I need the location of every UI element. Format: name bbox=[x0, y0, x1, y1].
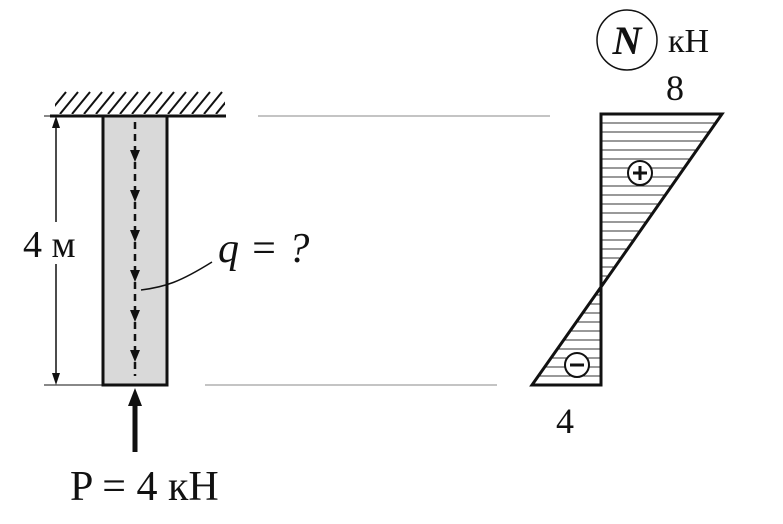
epure-symbol-letter: N bbox=[612, 18, 644, 63]
epure-unit: кН bbox=[668, 23, 709, 60]
positive-sign-icon bbox=[627, 160, 653, 186]
length-label: 4 м bbox=[23, 224, 76, 266]
epure-bottom-value: 4 bbox=[556, 401, 574, 441]
load-label: q = ? bbox=[218, 226, 309, 272]
fixed-support bbox=[50, 91, 226, 118]
negative-sign-icon bbox=[564, 352, 590, 378]
dimension-label-bg bbox=[20, 222, 90, 264]
distributed-load bbox=[130, 122, 140, 376]
force-arrow bbox=[128, 388, 142, 452]
epure-n bbox=[529, 112, 725, 387]
epure-top-value: 8 bbox=[666, 68, 684, 108]
epure-symbol: N bbox=[596, 9, 658, 71]
force-label: P = 4 кН bbox=[70, 464, 219, 510]
load-leader bbox=[140, 261, 213, 291]
